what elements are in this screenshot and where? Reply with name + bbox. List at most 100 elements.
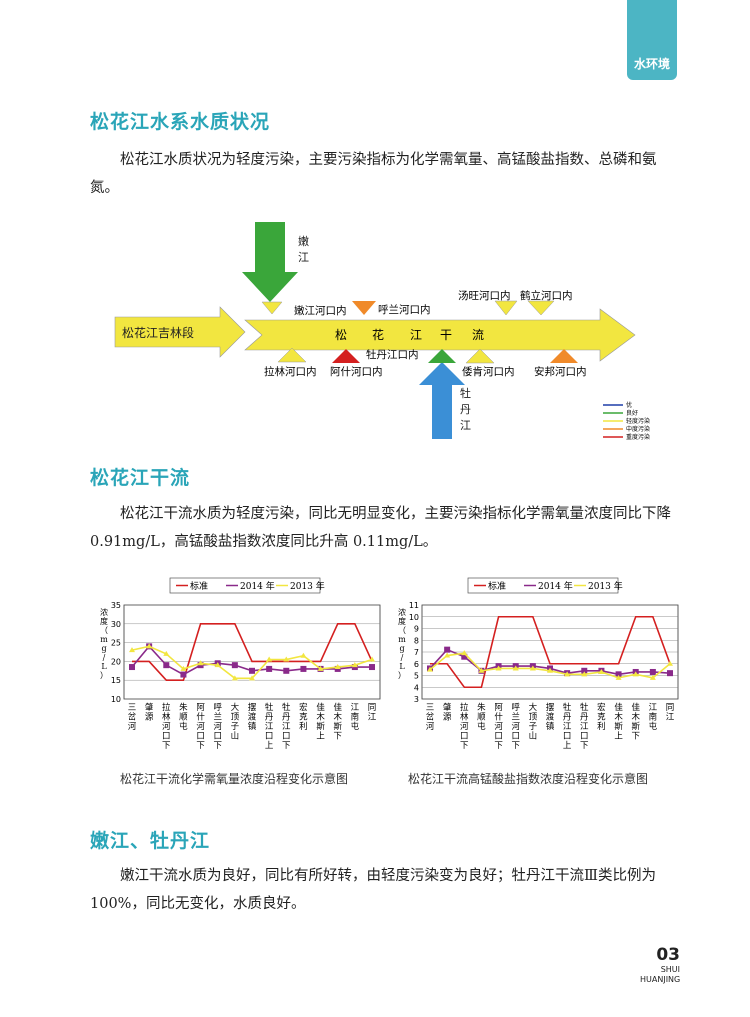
y-axis-label-char: g	[101, 644, 106, 653]
x-tick-label-char: 江	[368, 713, 377, 723]
data-point	[529, 665, 536, 671]
x-tick-label-char: 下	[162, 741, 171, 751]
x-tick-label-char: 兰	[213, 712, 222, 723]
x-tick-label-char: 阿	[196, 703, 205, 713]
y-axis-label-char: /	[401, 653, 404, 662]
x-tick-label-char: 宏	[299, 702, 308, 713]
x-tick-label-char: 下	[213, 741, 222, 751]
x-tick-label-char: 林	[162, 712, 171, 723]
x-tick-label-char: 摆	[546, 702, 555, 713]
x-tick-label-char: 口	[563, 732, 572, 742]
y-tick-label: 20	[111, 657, 121, 666]
x-tick-label-char: 朱	[179, 702, 188, 713]
x-tick-label-char: 口	[580, 732, 589, 742]
jilin-label: 松花江吉林段	[122, 325, 194, 340]
marker-heli	[527, 300, 555, 316]
x-tick-label-char: 木	[316, 712, 325, 723]
x-tick-label-char: 河	[162, 721, 171, 732]
data-point	[249, 667, 255, 674]
data-point	[632, 671, 639, 677]
data-point	[581, 667, 588, 674]
x-tick-label-char: 下	[282, 741, 291, 751]
data-point	[266, 665, 273, 672]
x-tick-label-char: 木	[614, 712, 623, 723]
x-tick-label-char: 屯	[179, 721, 188, 732]
y-axis-label-char: L	[101, 662, 107, 671]
x-tick-label-char: 下	[631, 732, 640, 742]
x-tick-label-char: 下	[460, 741, 469, 751]
x-tick-label-char: 江	[649, 703, 658, 713]
legend-label-3: 轻度污染	[626, 417, 650, 425]
data-point	[231, 662, 238, 669]
mudanjiang-label-2: 丹	[460, 403, 471, 416]
heading-water-system: 松花江水系水质状况	[90, 111, 271, 133]
x-tick-label-char: 顶	[231, 713, 240, 723]
marker-woken	[465, 348, 495, 364]
x-tick-label-char: 口	[511, 732, 520, 742]
x-tick-label-char: 河	[511, 721, 520, 732]
jilin-arrow	[114, 306, 246, 358]
y-tick-label: 30	[111, 620, 121, 629]
data-point	[163, 662, 170, 669]
x-tick-label-char: 岔	[426, 712, 435, 723]
x-tick-label-char: 河	[213, 721, 222, 732]
x-tick-label-char: 摆	[248, 702, 257, 713]
y-axis-label-char: L	[399, 662, 405, 671]
data-point	[317, 665, 324, 671]
data-point	[369, 656, 375, 662]
mudanjiang-arrow	[419, 362, 465, 439]
x-tick-label-char: 河	[128, 721, 137, 732]
x-tick-label-char: 什	[196, 712, 205, 723]
data-point	[427, 666, 433, 672]
y-tick-label: 11	[409, 601, 419, 610]
legend-box	[169, 577, 321, 594]
data-point	[478, 667, 485, 673]
x-tick-label-char: 源	[443, 713, 452, 723]
y-tick-label: 10	[409, 613, 419, 622]
x-tick-label-char: 渡	[546, 712, 555, 723]
data-point	[667, 670, 673, 677]
data-point	[598, 668, 605, 674]
x-tick-label-char: 利	[299, 721, 308, 732]
x-tick-label-char: 江	[282, 722, 291, 732]
data-point	[197, 660, 204, 666]
x-tick-label-char: 丹	[282, 713, 291, 723]
y-tick-label: 8	[414, 636, 419, 645]
y-tick-label: 7	[414, 648, 419, 657]
legend-label: 2014 年	[538, 580, 573, 592]
label-mudan-mouth: 牡丹江口内	[366, 348, 419, 361]
main-label-1: 松	[335, 328, 347, 342]
label-hulan-mouth: 呼兰河口内	[378, 303, 431, 316]
x-tick-label-char: 斯	[316, 721, 325, 732]
data-point	[649, 674, 656, 680]
x-tick-label-char: 口	[282, 732, 291, 742]
y-axis-label-char: /	[103, 653, 106, 662]
tab-label: 水环境	[633, 57, 670, 71]
data-point	[214, 662, 221, 668]
x-tick-label-char: 下	[580, 741, 589, 751]
marker-nenjiang	[261, 301, 283, 315]
section-tab: 水环境	[627, 0, 677, 80]
data-point	[300, 652, 307, 658]
x-tick-label-char: 渡	[248, 712, 257, 723]
x-tick-label-char: 顶	[529, 713, 538, 723]
x-tick-label-char: 源	[145, 713, 154, 723]
main-label-2: 花	[372, 327, 384, 342]
paragraph-nen-mudan: 嫩江干流水质为良好，同比有所好转，由轻度污染变为良好；牡丹江干流Ⅲ类比例为 10…	[90, 868, 656, 912]
x-tick-label-char: 上	[614, 732, 623, 742]
heading-mainstream: 松花江干流	[90, 467, 191, 489]
x-tick-label-char: 丹	[563, 713, 572, 723]
legend-label: 2014 年	[240, 580, 275, 592]
data-point	[615, 674, 622, 680]
cod-chart-caption: 松花江干流化学需氧量浓度沿程变化示意图	[120, 772, 349, 786]
x-tick-label-char: 佳	[631, 702, 640, 713]
x-tick-label-char: 下	[511, 741, 520, 751]
x-tick-label-char: 肇	[443, 702, 452, 713]
data-point	[283, 667, 290, 674]
label-woken-mouth: 倭肯河口内	[462, 365, 515, 378]
label-anbang-mouth: 安邦河口内	[534, 365, 587, 378]
data-point	[249, 675, 255, 681]
x-tick-label-char: 肇	[145, 702, 154, 713]
data-point	[667, 660, 673, 666]
data-point	[369, 664, 375, 671]
